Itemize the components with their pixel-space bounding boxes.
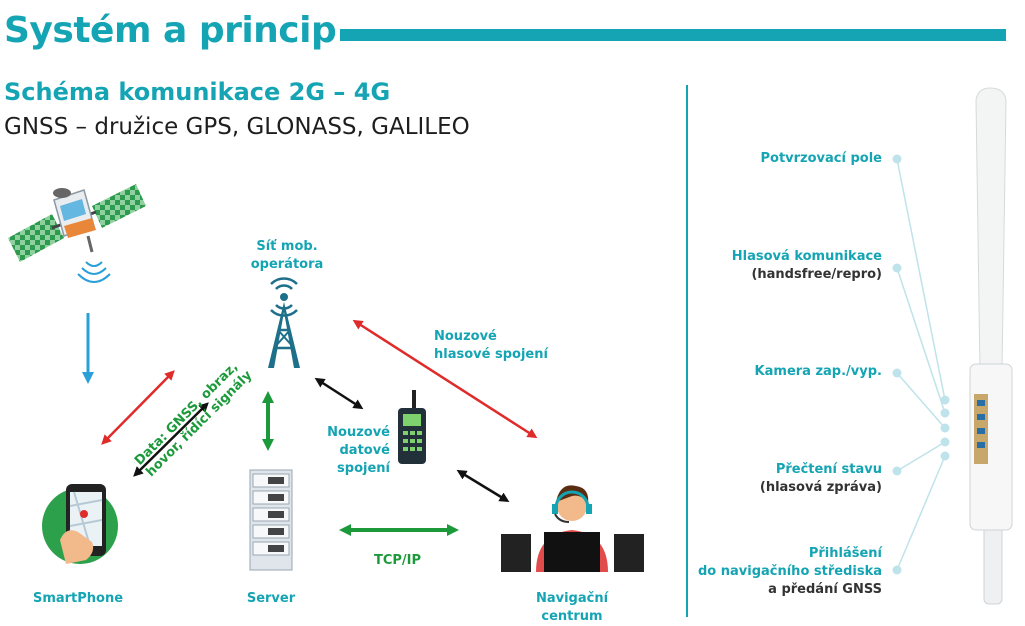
voice-link-center-arrow (352, 319, 538, 439)
callout-lines (896, 158, 946, 571)
device-center-arrow (456, 469, 510, 503)
navigation-center-label: Navigační centrum (535, 591, 609, 624)
server-icon (249, 469, 293, 571)
network-operator-label: Síť mob. operátora (250, 239, 324, 272)
title-bar-divider (340, 29, 1006, 41)
vertical-divider (686, 85, 688, 617)
data-link-phone-arrow (133, 402, 209, 477)
emergency-device-icon (398, 390, 426, 464)
callout-dots (892, 154, 950, 575)
section-subtitle: Schéma komunikace 2G – 4G (4, 78, 391, 106)
callout-voice-communication: Hlasová komunikace (handsfree/repro) (731, 249, 882, 282)
smartphone-label: SmartPhone (32, 591, 124, 606)
satellite-icon (8, 184, 146, 283)
page-title: Systém a princip (4, 10, 337, 51)
tower-device-arrow (314, 377, 364, 410)
data-connection-label: Nouzové datové spojení (327, 425, 390, 476)
cell-tower-icon (268, 277, 300, 368)
operator-icon (501, 485, 644, 572)
stick-device-icon (969, 87, 1013, 605)
callout-status-readout: Přečtení stavu (hlasová zpráva) (759, 462, 882, 495)
callout-confirmation-field: Potvrzovací pole (760, 151, 882, 166)
gnss-description: GNSS – družice GPS, GLONASS, GALILEO (4, 114, 470, 140)
callout-camera-toggle: Kamera zap./vyp. (754, 364, 882, 379)
server-label: Server (246, 591, 296, 606)
tcpip-label: TCP/IP (374, 553, 422, 568)
voice-connection-label: Nouzové hlasové spojení (434, 329, 548, 362)
smartphone-icon (42, 484, 118, 564)
callout-login-gnss: Přihlášení do navigačního střediska a př… (697, 546, 882, 597)
